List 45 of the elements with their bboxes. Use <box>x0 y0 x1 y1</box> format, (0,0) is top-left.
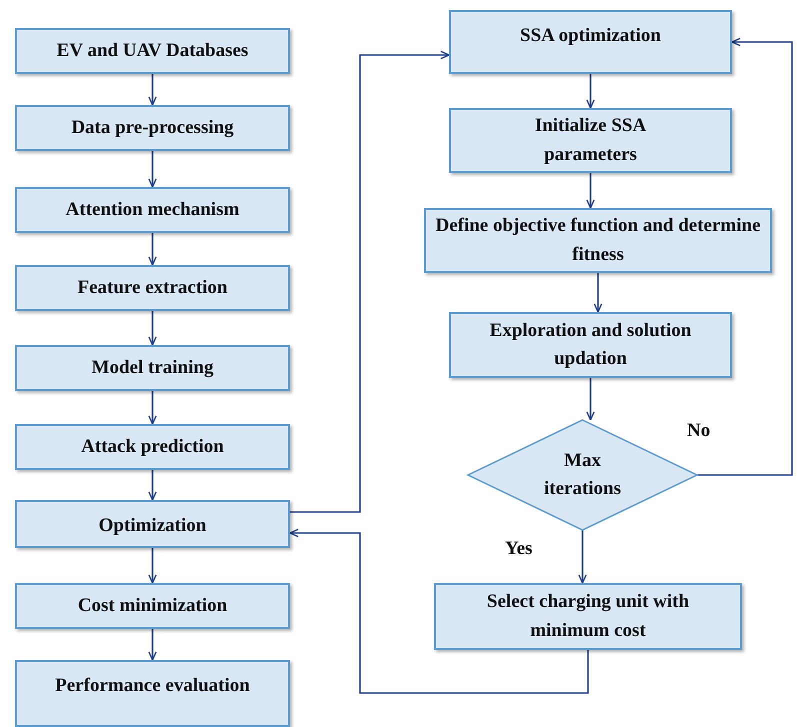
arrow <box>148 470 157 501</box>
node-label: Cost minimization <box>78 594 228 618</box>
arrow <box>594 273 602 313</box>
process-box <box>449 312 732 378</box>
arrow <box>586 378 595 421</box>
arrow <box>586 74 595 109</box>
arrow <box>697 38 793 476</box>
node-label: Feature extraction <box>77 276 228 300</box>
node-label: Performance evaluation <box>55 674 250 698</box>
arrow <box>586 173 595 209</box>
process-box <box>15 583 290 629</box>
process-box <box>449 108 732 173</box>
arrow <box>290 50 450 513</box>
node-label: Attention mechanism <box>66 198 240 222</box>
node-label: Define objective function and determine fitness <box>434 214 762 266</box>
process-box <box>15 265 290 311</box>
node-label: Exploration and solution updation <box>488 318 692 371</box>
node-label: Initialize SSA parameters <box>534 114 648 166</box>
node-label: Data pre-processing <box>71 116 234 140</box>
process-box <box>15 28 290 74</box>
process-box <box>15 424 290 470</box>
arrow <box>148 548 157 584</box>
process-box <box>449 10 732 74</box>
node-label: Select charging unit with minimum cost <box>486 590 690 642</box>
arrow <box>148 311 157 346</box>
process-box <box>424 208 772 273</box>
arrow <box>148 391 157 425</box>
process-box <box>15 105 290 151</box>
node-label: SSA optimization <box>520 24 661 48</box>
process-box <box>15 187 290 233</box>
node-label: Model training <box>92 356 214 380</box>
node-label: Optimization <box>98 514 206 538</box>
arrow <box>148 74 157 106</box>
process-box <box>15 500 290 548</box>
node-label: Max iterations <box>542 448 622 501</box>
arrow <box>289 528 589 694</box>
node-label: Attack prediction <box>81 434 224 459</box>
process-box <box>434 583 742 650</box>
arrow <box>578 530 587 584</box>
arrow <box>148 151 157 188</box>
arrow <box>148 233 157 266</box>
process-box <box>15 345 290 391</box>
process-box <box>15 660 290 727</box>
arrow <box>148 629 157 661</box>
node-label: EV and UAV Databases <box>56 38 248 63</box>
